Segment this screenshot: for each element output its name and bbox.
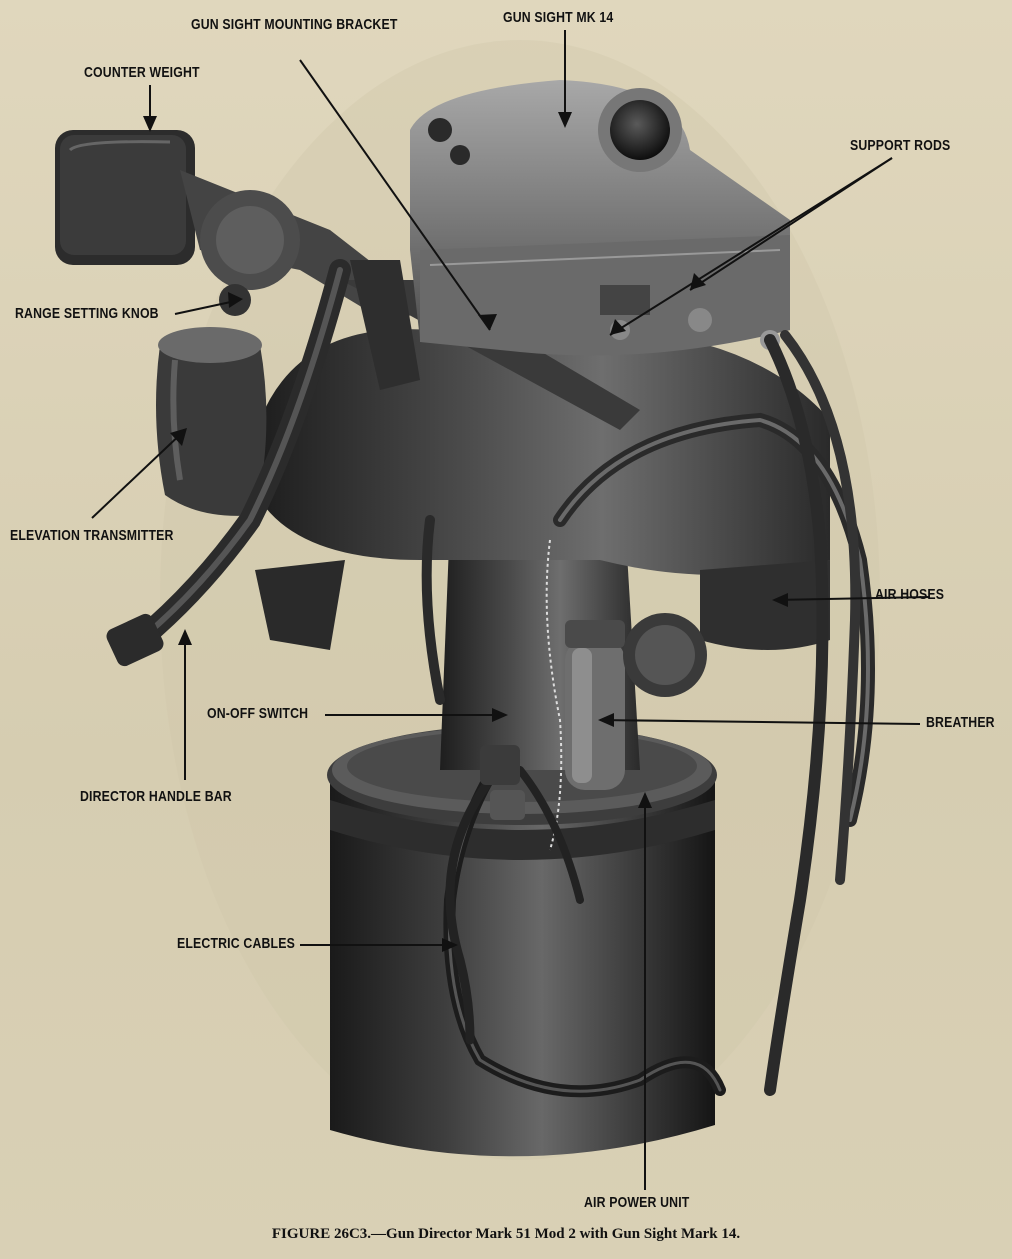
label-director-handle-bar: DIRECTOR HANDLE BAR [80,788,232,805]
label-support-rods: SUPPORT RODS [850,137,951,154]
label-air-power-unit: AIR POWER UNIT [584,1194,690,1211]
label-range-setting-knob: RANGE SETTING KNOB [15,305,159,322]
label-gun-sight-mounting-bracket: GUN SIGHT MOUNTING BRACKET [191,16,398,33]
label-counter-weight: COUNTER WEIGHT [84,64,200,81]
gun-sight-mk14-shape [410,80,790,356]
arrowheads [143,112,788,952]
counter-weight-shape [55,130,195,265]
air-power-unit-shape [327,725,717,1157]
air-hoses-shape [421,330,875,1096]
label-elevation-transmitter: ELEVATION TRANSMITTER [10,527,174,544]
label-on-off-switch: ON-OFF SWITCH [207,705,309,722]
figure-caption: FIGURE 26C3.—Gun Director Mark 51 Mod 2 … [271,1226,741,1242]
elevation-body-shape [156,327,830,650]
electric-cables-shape [443,754,726,1098]
label-breather: BREATHER [926,714,995,731]
label-gun-sight-mk14: GUN SIGHT MK 14 [503,9,614,26]
label-air-hoses: AIR HOSES [875,586,945,603]
breather-shape [565,620,625,790]
leader-lines [91,30,931,1190]
label-electric-cables: ELECTRIC CABLES [177,935,295,952]
